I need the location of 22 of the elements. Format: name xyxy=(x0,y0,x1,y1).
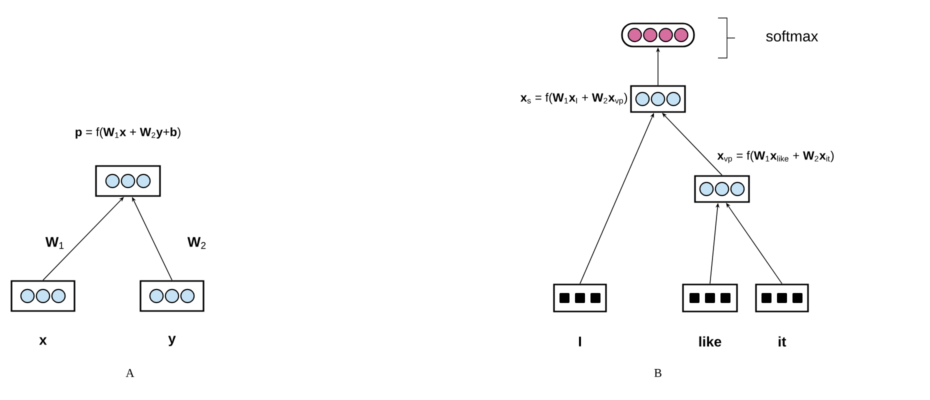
formula-label: x$_{vp}$ = f(W$_{1}$x$_{like}$ + W$_{2}$x$_{it}$) xyxy=(717,150,834,164)
vector-box xyxy=(630,85,686,113)
vector-box xyxy=(553,284,607,312)
panel-label: A xyxy=(126,369,134,377)
vector-box xyxy=(755,284,809,312)
word-label: x xyxy=(39,337,47,345)
word-label: y xyxy=(168,336,176,346)
vector-box xyxy=(682,284,738,312)
vector-box xyxy=(10,280,76,312)
softmax-label: softmax xyxy=(766,30,818,42)
word-label: it xyxy=(778,336,786,347)
vector-box xyxy=(621,22,695,48)
formula-label: x$_{s}$ = f(W$_{1}$x$_{I}$ + W$_{2}$x$_{vp}$) xyxy=(520,92,628,106)
edge-label: W$_{2}$ xyxy=(187,237,206,249)
vector-box xyxy=(694,175,750,203)
word-label: like xyxy=(699,336,722,347)
edge-label: W$_{1}$ xyxy=(45,237,64,249)
panel-label: B xyxy=(654,369,662,377)
vector-box xyxy=(140,280,204,312)
word-label: I xyxy=(579,336,581,346)
formula-label: p = f(W$_{1}$x + W$_{2}$y+b) xyxy=(76,127,180,139)
vector-box xyxy=(95,165,161,197)
